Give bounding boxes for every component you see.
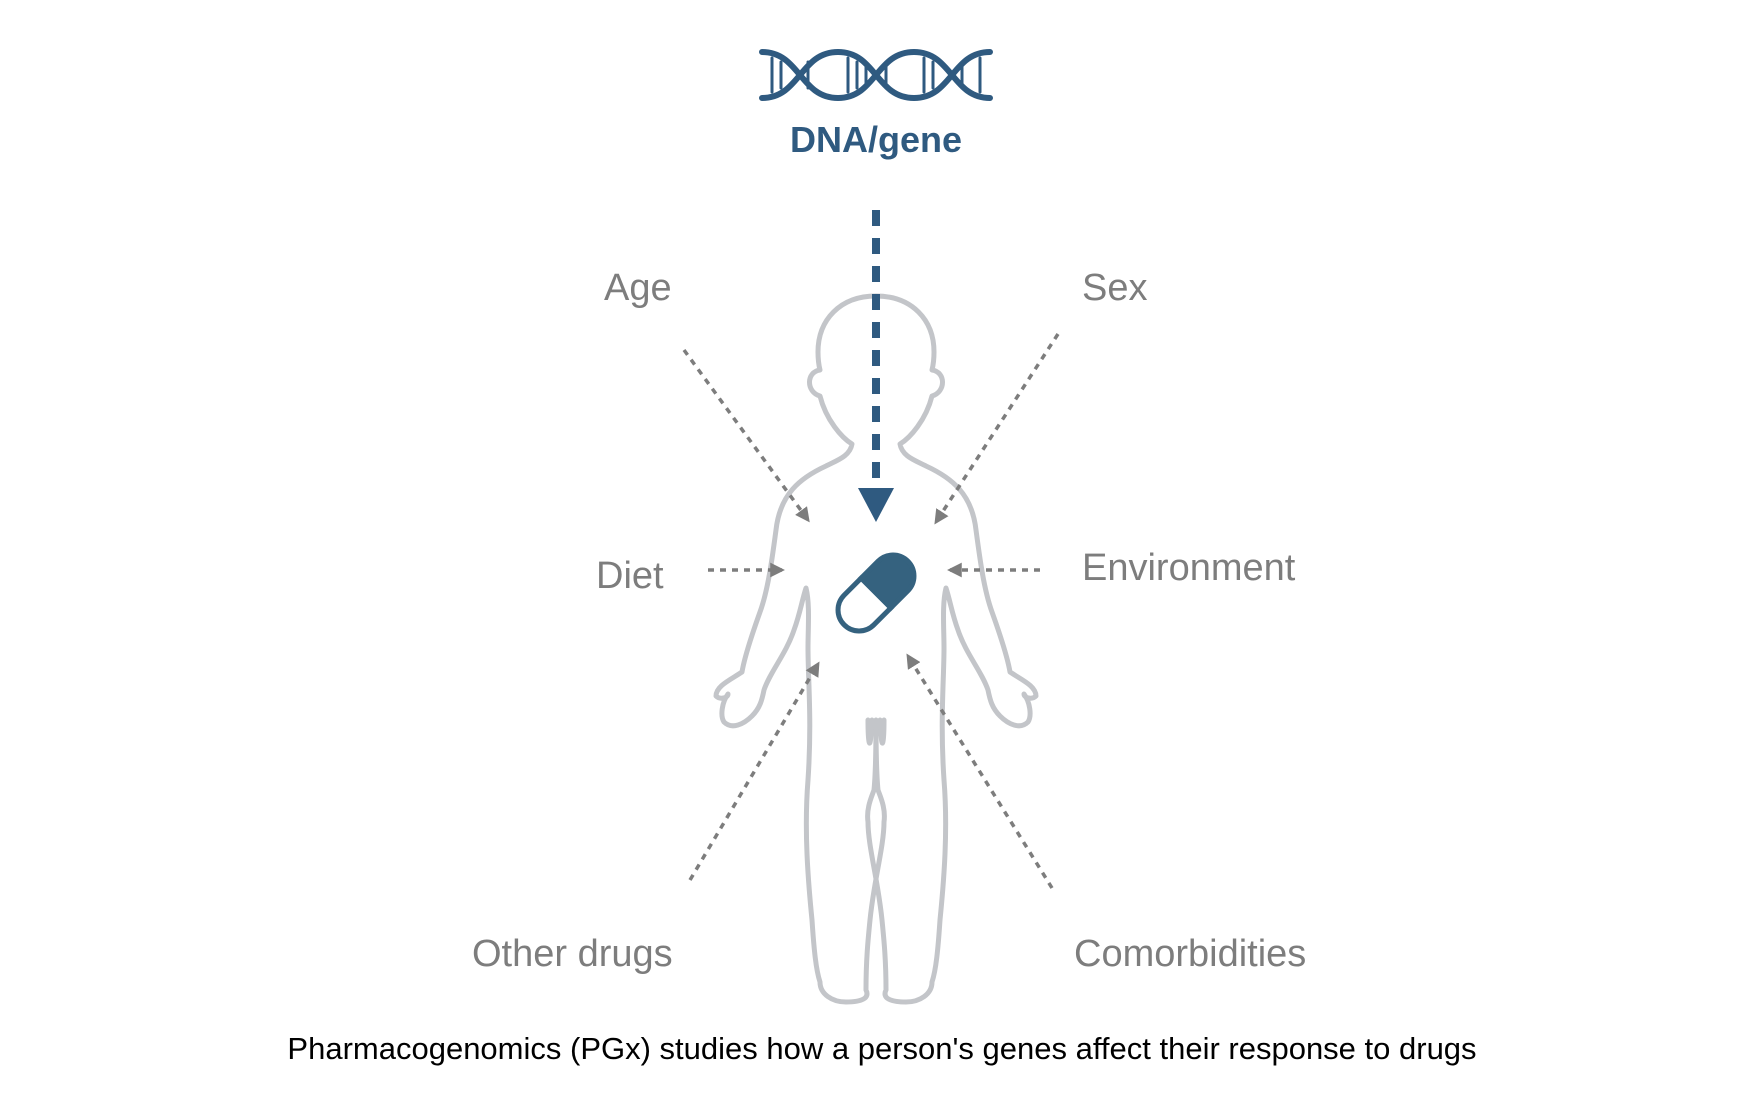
sex-arrow [934, 333, 1060, 525]
other-drugs-label: Other drugs [472, 933, 673, 975]
body-leg-gap [865, 717, 887, 746]
diet-label: Diet [596, 555, 664, 597]
dna-helix-icon [759, 48, 993, 102]
sex-label: Sex [1082, 267, 1147, 309]
caption: Pharmacogenomics (PGx) studies how a per… [287, 1031, 1477, 1066]
gene-influence-arrow [858, 210, 894, 522]
age-label: Age [604, 267, 672, 309]
other-drugs-arrow [688, 661, 820, 881]
environment-label: Environment [1082, 547, 1296, 589]
comorbidities-arrow [906, 653, 1054, 889]
human-body-outline [713, 293, 1039, 1005]
gene-label: DNA/gene [790, 119, 962, 160]
capsule-icon [835, 552, 917, 634]
comorbidities-label: Comorbidities [1074, 933, 1306, 975]
